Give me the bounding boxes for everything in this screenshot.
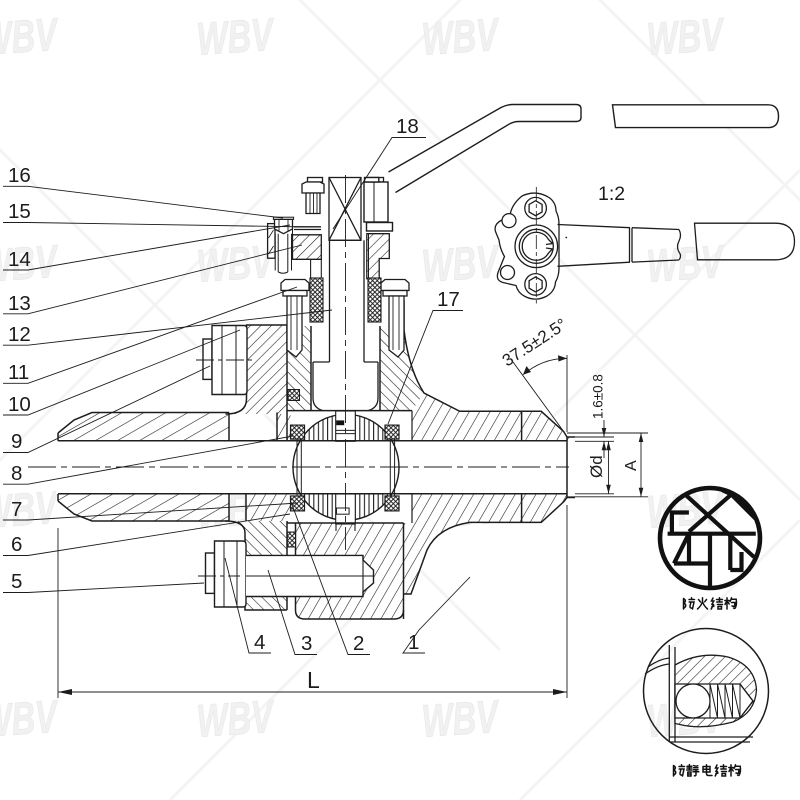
svg-text:WBV: WBV [195, 235, 277, 292]
svg-text:7: 7 [11, 498, 22, 521]
svg-text:4: 4 [254, 631, 265, 654]
svg-text:WBV: WBV [0, 8, 61, 65]
svg-text:WBV: WBV [195, 8, 277, 65]
svg-text:18: 18 [396, 115, 419, 138]
svg-text:3: 3 [301, 632, 312, 655]
svg-text:11: 11 [8, 361, 29, 384]
svg-text:WBV: WBV [420, 235, 502, 292]
svg-text:13: 13 [8, 292, 31, 315]
svg-text:10: 10 [8, 393, 31, 416]
svg-text:WBV: WBV [645, 8, 727, 65]
svg-text:17: 17 [437, 288, 460, 311]
svg-text:WBV: WBV [195, 690, 277, 747]
svg-text:1.6±0.8: 1.6±0.8 [591, 374, 606, 419]
svg-text:WBV: WBV [0, 481, 61, 538]
svg-text:L: L [307, 667, 320, 693]
svg-text:WBV: WBV [420, 690, 502, 747]
svg-text:A: A [623, 460, 640, 471]
svg-text:12: 12 [8, 323, 31, 346]
svg-text:5: 5 [11, 570, 22, 593]
svg-text:2: 2 [353, 632, 364, 655]
svg-text:1: 1 [408, 631, 419, 654]
svg-text:6: 6 [11, 533, 22, 556]
svg-text:WBV: WBV [0, 235, 61, 292]
svg-text:8: 8 [11, 462, 22, 485]
svg-text:15: 15 [8, 200, 31, 223]
svg-text:WBV: WBV [645, 235, 727, 292]
svg-text:WBV: WBV [420, 8, 502, 65]
svg-text:9: 9 [11, 430, 22, 453]
svg-text:14: 14 [8, 248, 31, 271]
svg-text:Ød: Ød [587, 455, 606, 478]
svg-text:16: 16 [8, 164, 31, 187]
svg-text:WBV: WBV [0, 690, 61, 747]
svg-text:1:2: 1:2 [598, 183, 625, 205]
